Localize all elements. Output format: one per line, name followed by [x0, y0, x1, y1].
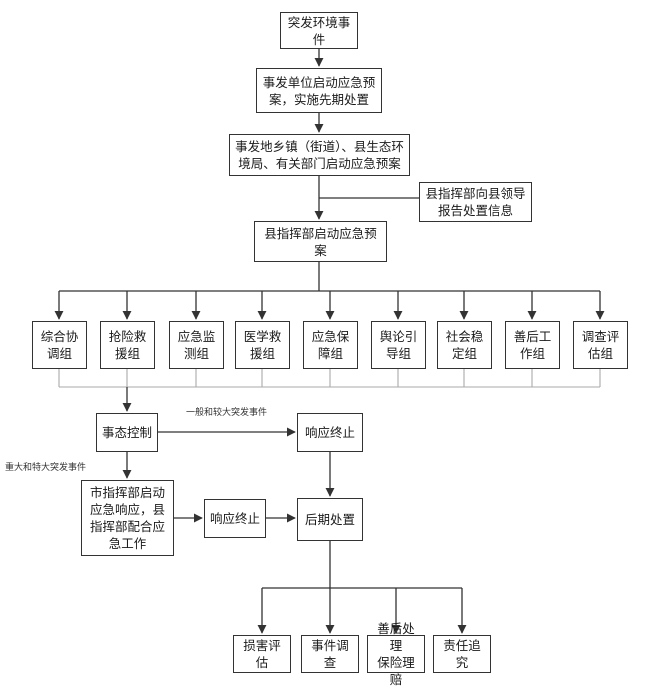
group-public-opinion: 舆论引 导组	[371, 321, 426, 369]
group-rescue: 抢险救 援组	[100, 321, 155, 369]
group-medical: 医学救 援组	[235, 321, 290, 369]
node-township-response: 事发地乡镇（街道）、县生态环 境局、有关部门启动应急预案	[229, 134, 410, 176]
group-support: 应急保 障组	[303, 321, 358, 369]
outcome-accountability: 责任追究	[433, 635, 491, 673]
node-response-end-1: 响应终止	[297, 413, 363, 452]
group-social-stability: 社会稳 定组	[437, 321, 492, 369]
group-aftermath: 善后工 作组	[505, 321, 560, 369]
group-monitoring: 应急监 测组	[169, 321, 224, 369]
group-coordination: 综合协 调组	[32, 321, 87, 369]
group-investigation: 调查评 估组	[573, 321, 628, 369]
outcome-event-investigation: 事件调查	[301, 635, 359, 673]
node-incident: 突发环境事件	[280, 12, 358, 49]
outcome-aftermath-insurance: 善后处理 保险理赔	[367, 621, 425, 687]
node-county-command-plan: 县指挥部启动应急预案	[254, 221, 387, 262]
node-city-command-response: 市指挥部启动 应急响应，县 指挥部配合应 急工作	[81, 480, 174, 556]
label-major-events: 重大和特大突发事件	[5, 463, 87, 473]
label-general-events: 一般和较大突发事件	[186, 408, 268, 418]
node-response-end-2: 响应终止	[204, 499, 266, 538]
node-post-disposal: 后期处置	[297, 498, 363, 541]
node-unit-initial-response: 事发单位启动应急预 案，实施先期处置	[256, 68, 382, 113]
node-report-to-leaders: 县指挥部向县领导 报告处置信息	[419, 182, 532, 222]
outcome-damage-assessment: 损害评估	[233, 635, 291, 673]
node-situation-control: 事态控制	[96, 413, 158, 452]
